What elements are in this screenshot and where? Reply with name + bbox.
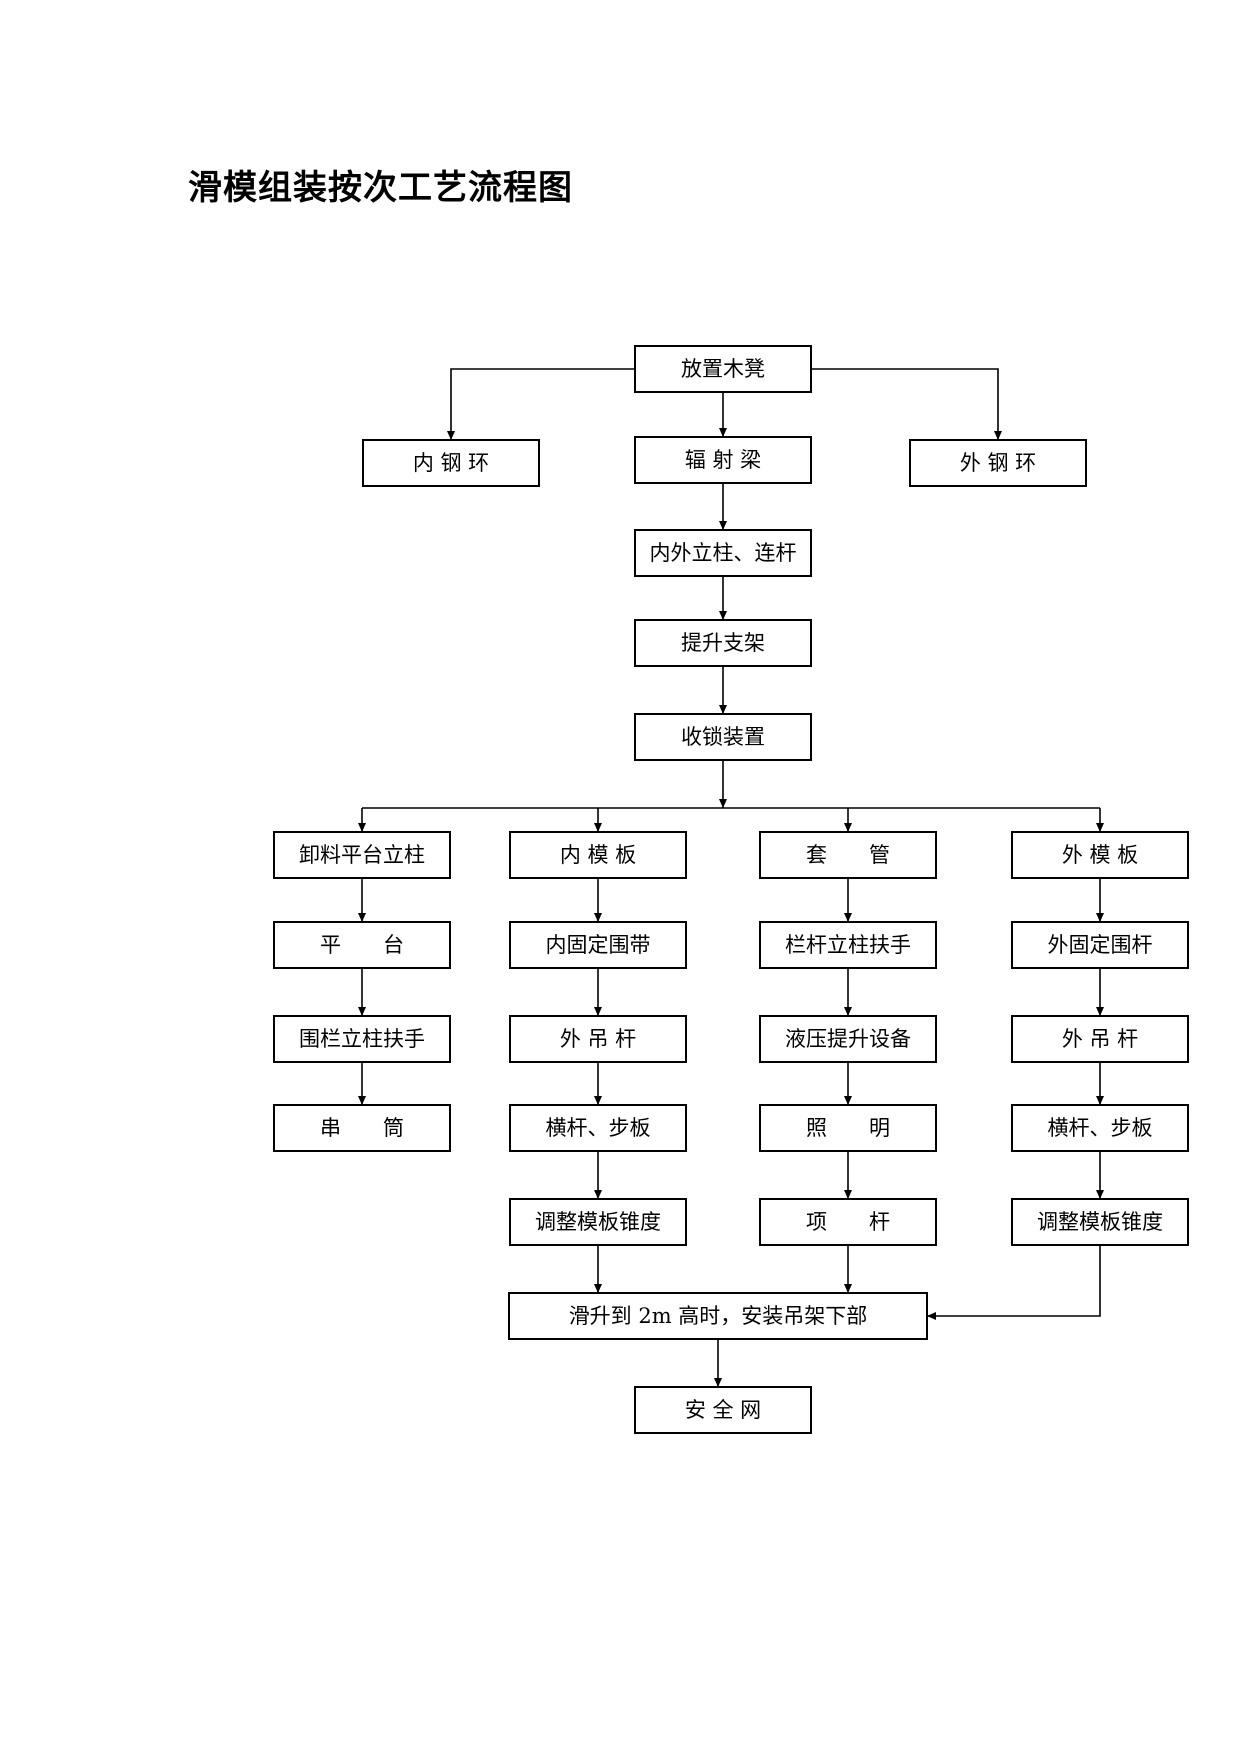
step-box-frame	[509, 921, 687, 969]
step-label: 围栏立柱扶手	[299, 1027, 425, 1051]
connectors	[358, 368, 1104, 1387]
flow-arrow	[811, 368, 1002, 440]
step-box-frame	[634, 436, 812, 484]
step-label: 外 钢 环	[960, 451, 1036, 475]
flow-arrow	[447, 368, 635, 440]
step-box-n-neiguding: 内固定围带	[509, 921, 687, 969]
step-label: 内 模 板	[560, 843, 636, 867]
step-box-frame	[509, 1015, 687, 1063]
step-box-n-taoguan: 套 管	[759, 831, 937, 879]
step-label: 横杆、步板	[1048, 1116, 1153, 1140]
step-box-frame	[362, 439, 540, 487]
step-label: 滑升到 2m 高时，安装吊架下部	[569, 1304, 868, 1328]
step-box-n-neimoban: 内 模 板	[509, 831, 687, 879]
step-label: 外 吊 杆	[560, 1027, 636, 1051]
step-box-frame	[634, 1386, 812, 1434]
step-label: 照 明	[806, 1116, 890, 1140]
step-box-n-chuantong: 串 筒	[273, 1104, 451, 1152]
step-box-frame	[909, 439, 1087, 487]
step-box-n-neigang: 内 钢 环	[362, 439, 540, 487]
step-box-n-huasheng: 滑升到 2m 高时，安装吊架下部	[508, 1292, 928, 1340]
step-box-frame	[759, 1104, 937, 1152]
step-label: 辐 射 梁	[685, 448, 761, 472]
step-box-n-tiaozheng2: 调整模板锥度	[1011, 1198, 1189, 1246]
step-box-n-zhaoming: 照 明	[759, 1104, 937, 1152]
step-box-frame	[634, 713, 812, 761]
step-label: 提升支架	[681, 631, 765, 655]
step-label: 液压提升设备	[785, 1027, 911, 1051]
step-label: 外 吊 杆	[1062, 1027, 1138, 1051]
step-label: 外固定围杆	[1048, 933, 1153, 957]
flow-arrow	[927, 1245, 1101, 1320]
step-label: 内外立柱、连杆	[650, 541, 797, 565]
step-box-n-langan: 栏杆立柱扶手	[759, 921, 937, 969]
step-box-n-waimoban: 外 模 板	[1011, 831, 1189, 879]
step-box-n-waiguding: 外固定围杆	[1011, 921, 1189, 969]
step-label: 放置木凳	[681, 357, 765, 381]
step-box-n-pingtai: 平 台	[273, 921, 451, 969]
step-box-n-fushe: 辐 射 梁	[634, 436, 812, 484]
step-box-frame	[634, 619, 812, 667]
step-label: 收锁装置	[681, 725, 765, 749]
step-box-frame	[1011, 831, 1189, 879]
step-label: 串 筒	[320, 1116, 404, 1140]
step-label: 横杆、步板	[546, 1116, 651, 1140]
step-box-frame	[273, 921, 451, 969]
step-box-n-shousuo: 收锁装置	[634, 713, 812, 761]
step-label: 平 台	[320, 933, 404, 957]
step-box-frame	[759, 921, 937, 969]
step-box-n-lizhu: 内外立柱、连杆	[634, 529, 812, 577]
step-box-frame	[1011, 1198, 1189, 1246]
step-box-frame	[509, 831, 687, 879]
step-box-n-waigang: 外 钢 环	[909, 439, 1087, 487]
step-label: 内 钢 环	[413, 451, 489, 475]
step-box-frame	[509, 1104, 687, 1152]
step-box-n-henggan1: 横杆、步板	[509, 1104, 687, 1152]
step-box-n-waidiao1: 外 吊 杆	[509, 1015, 687, 1063]
step-box-n-fangzhi: 放置木凳	[634, 345, 812, 393]
step-box-frame	[759, 1015, 937, 1063]
step-box-n-yeya: 液压提升设备	[759, 1015, 937, 1063]
step-box-n-weilan: 围栏立柱扶手	[273, 1015, 451, 1063]
step-box-frame	[759, 1198, 937, 1246]
step-box-n-xianggan: 项 杆	[759, 1198, 937, 1246]
step-label: 调整模板锥度	[1037, 1210, 1163, 1234]
step-box-frame	[1011, 921, 1189, 969]
step-box-frame	[1011, 1015, 1189, 1063]
step-box-n-anquan: 安 全 网	[634, 1386, 812, 1434]
step-box-n-tiaozheng1: 调整模板锥度	[509, 1198, 687, 1246]
step-label: 项 杆	[806, 1210, 890, 1234]
step-label: 安 全 网	[685, 1398, 761, 1422]
step-box-n-waidiao2: 外 吊 杆	[1011, 1015, 1189, 1063]
step-box-frame	[273, 831, 451, 879]
step-box-frame	[634, 345, 812, 393]
step-box-n-tisheng: 提升支架	[634, 619, 812, 667]
step-box-frame	[273, 1104, 451, 1152]
step-box-n-henggan2: 横杆、步板	[1011, 1104, 1189, 1152]
step-box-frame	[273, 1015, 451, 1063]
step-label: 套 管	[806, 843, 890, 867]
step-box-frame	[509, 1198, 687, 1246]
step-label: 卸料平台立柱	[299, 843, 425, 867]
step-box-n-xieliao: 卸料平台立柱	[273, 831, 451, 879]
page-title: 滑模组装按次工艺流程图	[188, 168, 573, 208]
step-label: 外 模 板	[1062, 843, 1138, 867]
step-label: 栏杆立柱扶手	[785, 933, 911, 957]
step-box-frame	[634, 529, 812, 577]
step-box-frame	[508, 1292, 928, 1340]
step-box-frame	[1011, 1104, 1189, 1152]
step-label: 内固定围带	[546, 933, 651, 957]
step-box-frame	[759, 831, 937, 879]
step-label: 调整模板锥度	[535, 1210, 661, 1234]
